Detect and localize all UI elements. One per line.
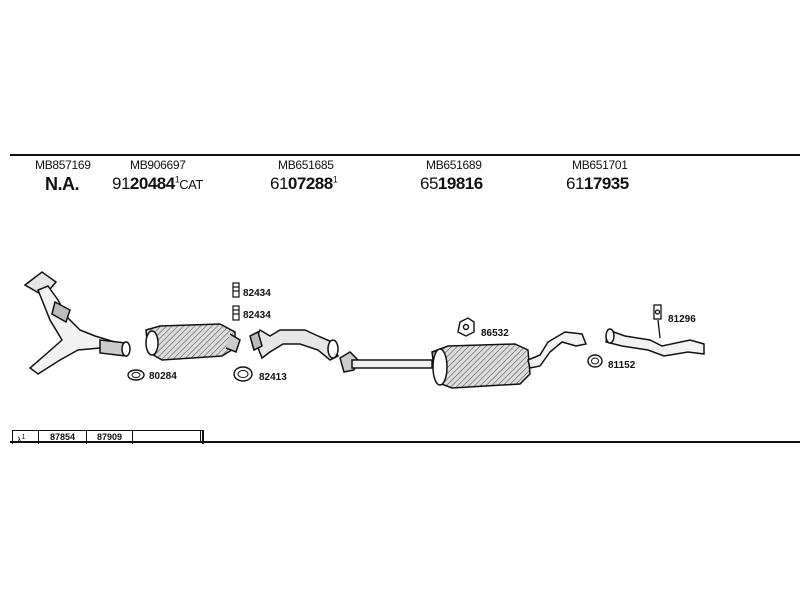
part-column-2: MB906697 91204841CAT	[112, 158, 203, 194]
part-main: 20484	[129, 174, 175, 193]
part-prefix: 65	[420, 174, 438, 193]
reference-table: λ1 87854 87909	[12, 430, 204, 445]
table-cell	[133, 431, 203, 444]
part-number: 61072881	[270, 174, 338, 194]
part-number: 6117935	[566, 174, 629, 194]
gasket-82413-icon	[233, 366, 253, 382]
part-main: 19816	[437, 174, 483, 193]
oe-number: MB906697	[130, 158, 186, 172]
bottom-divider	[10, 441, 800, 443]
table-cell: 87909	[87, 431, 133, 444]
top-divider	[10, 154, 800, 156]
center-muffler	[339, 331, 588, 389]
oe-number: MB651685	[278, 158, 334, 172]
part-number: N.A.	[45, 174, 79, 194]
table-cell: 87854	[39, 431, 87, 444]
clamp-bottom-icon	[232, 305, 240, 321]
hanger-81296-icon	[653, 304, 662, 339]
oe-number: MB651689	[426, 158, 482, 172]
clamp-top-icon	[232, 282, 240, 298]
label-81296: 81296	[668, 314, 696, 325]
lambda-cell: λ1	[13, 431, 39, 445]
part-suffix: CAT	[179, 177, 203, 192]
part-prefix: 61	[566, 174, 584, 193]
label-82413: 82413	[259, 372, 287, 383]
label-82434-top: 82434	[243, 288, 271, 299]
label-82434-bottom: 82434	[243, 310, 271, 321]
lambda-sup: 1	[21, 434, 26, 441]
tail-pipe	[605, 328, 705, 357]
hanger-86532-icon	[457, 317, 475, 337]
part-column-1: MB857169 N.A.	[35, 158, 91, 195]
gasket-81152-icon	[587, 354, 603, 368]
label-81152: 81152	[608, 360, 636, 371]
part-sup: 1	[332, 174, 338, 185]
intermediate-pipe	[249, 328, 339, 361]
part-sup: 1	[174, 174, 180, 185]
label-80284: 80284	[149, 371, 177, 382]
part-number: 6519816	[420, 174, 483, 194]
table-end-tick	[200, 430, 201, 442]
catalytic-converter	[145, 323, 241, 361]
gasket-80284-icon	[127, 369, 145, 381]
oe-number: MB857169	[35, 158, 91, 172]
front-pipe	[23, 271, 131, 375]
part-column-5: MB651701 6117935	[566, 158, 629, 194]
part-main: 07288	[287, 174, 333, 193]
part-main: 17935	[583, 174, 629, 193]
label-86532: 86532	[481, 328, 509, 339]
lambda-symbol: λ	[17, 435, 22, 445]
part-column-3: MB651685 61072881	[270, 158, 338, 194]
part-prefix: 91	[112, 174, 130, 193]
part-column-4: MB651689 6519816	[420, 158, 483, 194]
part-number: 91204841CAT	[112, 174, 203, 194]
oe-number: MB651701	[572, 158, 628, 172]
part-prefix: 61	[270, 174, 288, 193]
